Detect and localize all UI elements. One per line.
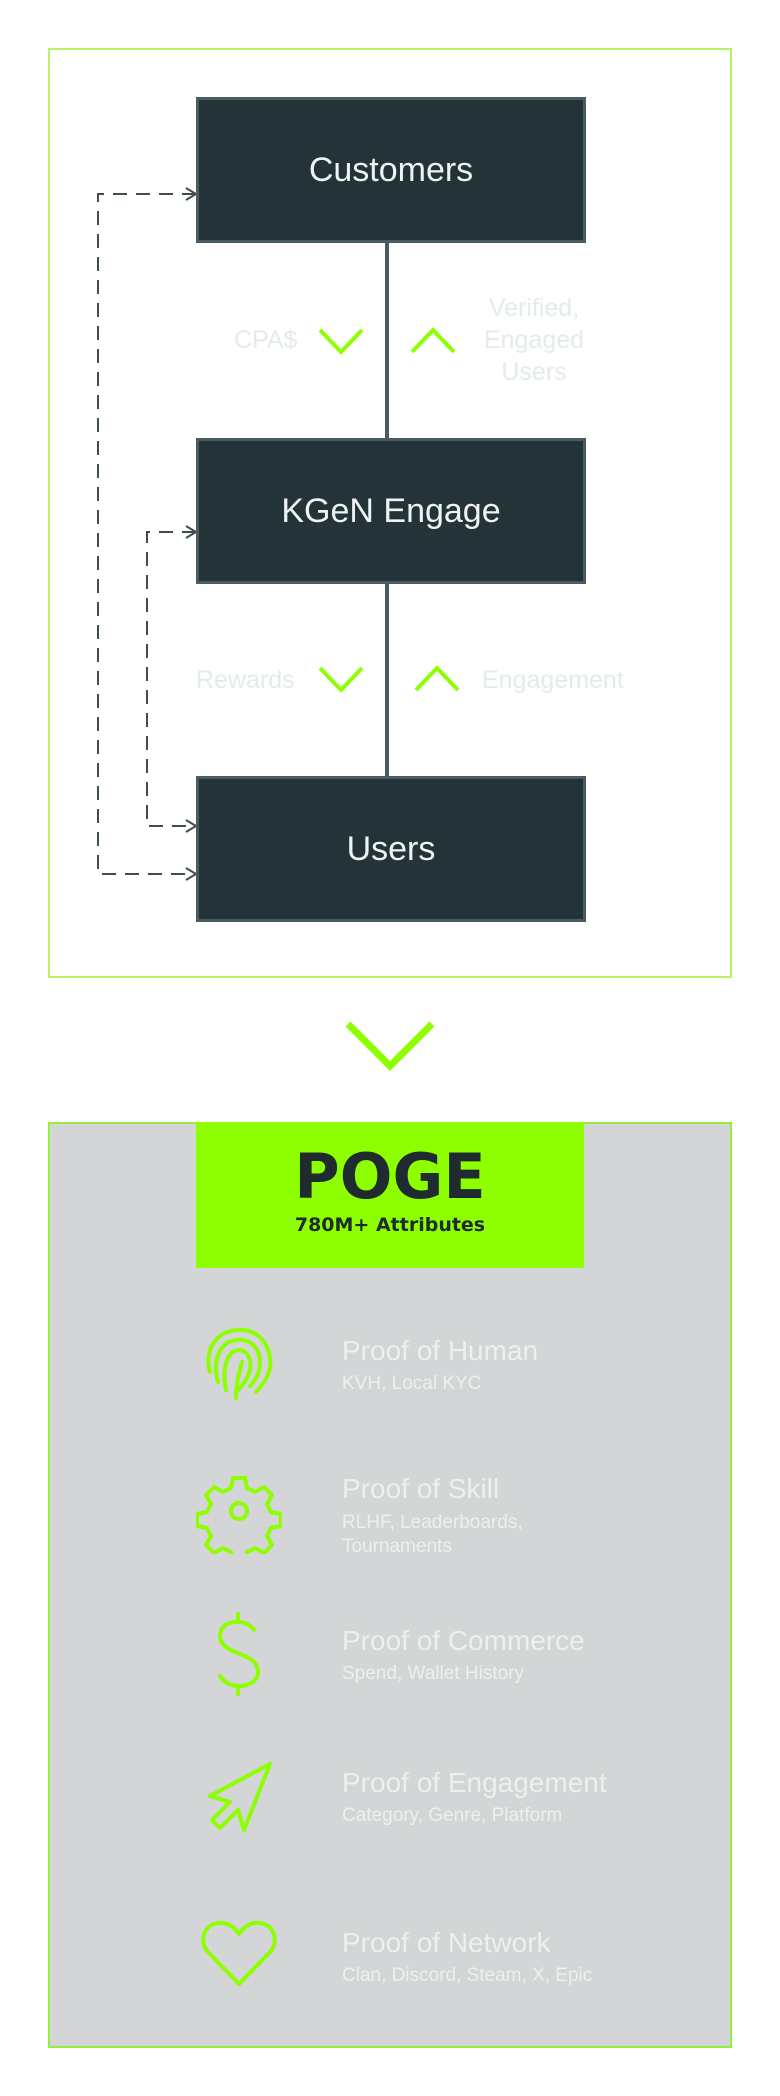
cursor-arrow-icon <box>208 1762 272 1832</box>
proof-network-title: Proof of Network <box>342 1927 551 1958</box>
poge-subtitle: 780M+ Attributes <box>294 1214 486 1236</box>
proof-network-desc: Clan, Discord, Steam, X, Epic <box>342 1965 593 1986</box>
chevron-down-icon <box>345 1021 435 1071</box>
fingerprint-icon <box>206 1327 273 1400</box>
engagement-label: Engagement <box>482 666 624 694</box>
chevron-down-icon <box>318 328 364 355</box>
rewards-label: Rewards <box>196 666 295 694</box>
verified-users-line-1: Verified, <box>488 294 580 322</box>
proof-skill-desc-line-2: Tournaments <box>342 1536 452 1557</box>
chevron-up-icon <box>410 327 456 354</box>
proof-engagement-title: Proof of Engagement <box>342 1767 607 1798</box>
proof-human-desc: KVH, Local KYC <box>342 1373 482 1394</box>
poge-title: POGE <box>294 1140 486 1213</box>
proof-skill-desc-line-1: RLHF, Leaderboards, <box>342 1512 523 1533</box>
dollar-icon <box>217 1612 261 1696</box>
cpa-label: CPA$ <box>234 326 298 354</box>
heart-icon <box>201 1920 277 1986</box>
kgen-engage-node: KGeN Engage <box>196 438 586 584</box>
verified-users-line-2: Engaged <box>483 326 585 354</box>
users-node: Users <box>196 776 586 922</box>
chevron-up-icon <box>414 665 460 692</box>
poge-panel <box>48 1122 732 2048</box>
chevron-down-icon <box>318 666 364 693</box>
proof-engagement-desc: Category, Genre, Platform <box>342 1805 563 1826</box>
flow-diagram-frame <box>48 48 732 978</box>
flow-connectors <box>97 187 389 881</box>
gear-icon <box>196 1476 282 1554</box>
poge-header: POGE 780M+ Attributes <box>196 1122 584 1268</box>
proof-commerce-desc: Spend, Wallet History <box>342 1663 524 1684</box>
proof-skill-title: Proof of Skill <box>342 1473 500 1504</box>
verified-users-line-3: Users <box>501 358 567 386</box>
verified-users-label: Verified, Engaged Users <box>470 292 598 388</box>
proof-commerce-title: Proof of Commerce <box>342 1625 585 1656</box>
customers-node: Customers <box>196 97 586 243</box>
proof-human-title: Proof of Human <box>342 1335 539 1366</box>
